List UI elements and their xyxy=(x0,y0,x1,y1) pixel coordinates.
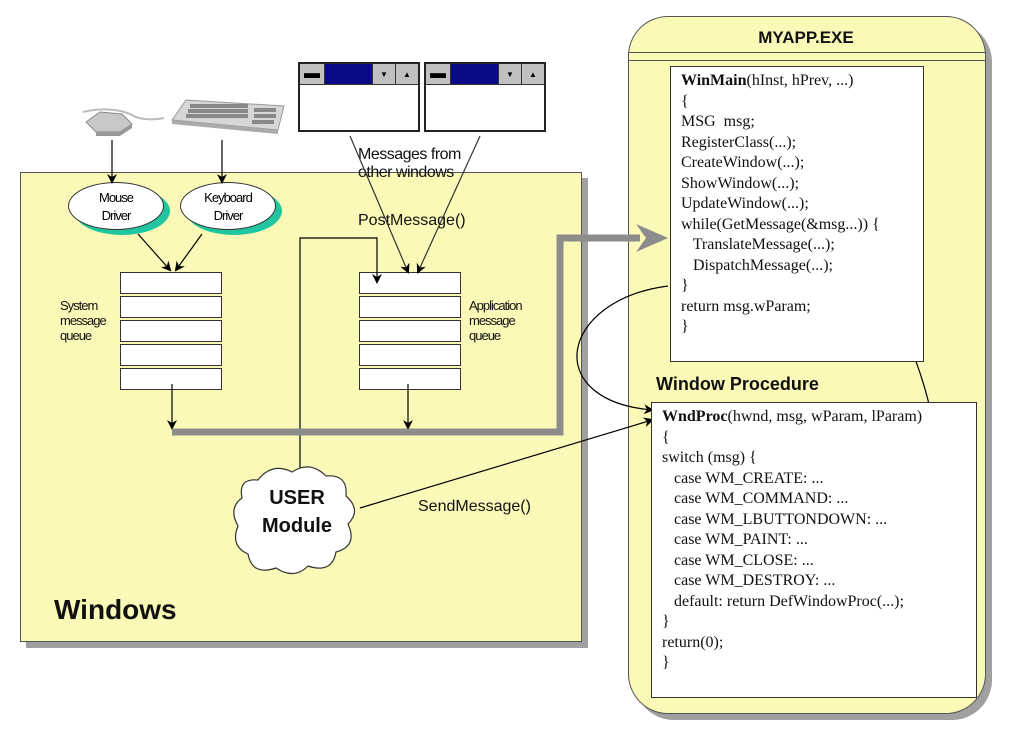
label-line: other windows xyxy=(358,164,454,181)
queue-slot xyxy=(359,368,461,390)
queue-slot xyxy=(359,320,461,342)
system-menu-icon: ▬ xyxy=(426,64,451,84)
code-line: { xyxy=(681,92,689,110)
code-line: return(0); xyxy=(662,633,724,651)
code-line: UpdateWindow(...); xyxy=(681,195,809,212)
user-module-label: USER Module xyxy=(228,484,366,540)
minimize-icon: ▼ xyxy=(372,64,395,84)
keyboard-driver-line1: Keyboard xyxy=(204,190,253,205)
maximize-icon: ▲ xyxy=(521,64,544,84)
caption-bar xyxy=(325,64,372,84)
queue-slot xyxy=(359,296,461,318)
code-line: case WM_CREATE: ... xyxy=(662,469,824,487)
code-line: } xyxy=(662,654,670,671)
keyboard-driver-line2: Driver xyxy=(213,208,244,223)
code-line: case WM_LBUTTONDOWN: ... xyxy=(662,510,888,528)
other-window-1: ▬ ▼ ▲ xyxy=(298,62,420,132)
winmain-code: WinMain(hInst, hPrev, ...) { MSG msg; Regis… xyxy=(670,66,924,362)
code-line: TranslateMessage(...); xyxy=(681,236,835,253)
windows-label: Windows xyxy=(54,594,177,625)
system-queue-label: System message queue xyxy=(60,298,107,343)
code-line: } xyxy=(681,318,689,335)
label-line: message xyxy=(60,313,107,328)
code-line: } xyxy=(662,613,670,630)
keyboard-driver: Keyboard Driver xyxy=(180,182,276,230)
label-line: queue xyxy=(469,328,501,343)
minimize-icon: ▼ xyxy=(498,64,521,84)
label-line: queue xyxy=(60,328,92,343)
application-queue-label: Application message queue xyxy=(469,298,523,343)
other-window-2: ▬ ▼ ▲ xyxy=(424,62,546,132)
mouse-driver-line2: Driver xyxy=(101,208,132,223)
code-line: while(GetMessage(&msg...)) { xyxy=(681,215,880,233)
messages-from-other-windows-label: Messages from other windows xyxy=(358,146,461,182)
code-line: case WM_CLOSE: ... xyxy=(662,551,814,569)
queue-slot xyxy=(120,296,222,318)
post-message-label: PostMessage() xyxy=(358,212,466,229)
label-line: message xyxy=(469,313,516,328)
maximize-icon: ▲ xyxy=(395,64,418,84)
code-line: { xyxy=(662,428,670,446)
code-line: default: return DefWindowProc(...); xyxy=(662,592,904,610)
code-line: RegisterClass(...); xyxy=(681,133,797,151)
mouse-driver-line1: Mouse xyxy=(98,190,134,205)
queue-slot xyxy=(359,272,461,294)
code-line: WndProc(hwnd, msg, wParam, lParam) xyxy=(662,408,923,425)
code-line: ShowWindow(...); xyxy=(681,174,800,192)
app-title-divider xyxy=(629,52,985,53)
code-line: DispatchMessage(...); xyxy=(681,256,833,274)
function-name: WndProc xyxy=(662,408,728,425)
queue-slot xyxy=(120,344,222,366)
app-title: MYAPP.EXE xyxy=(758,28,854,47)
code-line: MSG msg; xyxy=(681,113,755,130)
mouse-icon xyxy=(82,108,165,136)
queue-slot xyxy=(120,320,222,342)
window-procedure-title: Window Procedure xyxy=(656,374,819,394)
label-line: USER xyxy=(269,487,325,509)
code-line: CreateWindow(...); xyxy=(681,154,805,171)
keyboard-icon xyxy=(171,99,285,134)
function-name: WinMain xyxy=(681,72,747,89)
system-message-queue xyxy=(120,272,222,392)
caption-bar xyxy=(451,64,498,84)
label-line: System xyxy=(60,298,98,313)
queue-slot xyxy=(120,368,222,390)
code-line: switch (msg) { xyxy=(662,449,757,466)
mouse-driver: Mouse Driver xyxy=(68,182,164,230)
code-line: WinMain(hInst, hPrev, ...) xyxy=(681,72,854,89)
code-line: return msg.wParam; xyxy=(681,297,811,315)
user-module-cloud xyxy=(233,466,356,575)
queue-slot xyxy=(120,272,222,294)
code-line: } xyxy=(681,277,689,294)
label-line: Application xyxy=(469,298,523,313)
send-message-label: SendMessage() xyxy=(418,498,531,515)
code-line: case WM_PAINT: ... xyxy=(662,531,808,548)
app-title-divider-2 xyxy=(629,60,985,61)
application-message-queue xyxy=(359,272,461,392)
label-line: Module xyxy=(262,515,332,537)
label-line: Messages from xyxy=(358,146,461,163)
code-line: case WM_DESTROY: ... xyxy=(662,572,836,589)
code-line: case WM_COMMAND: ... xyxy=(662,490,849,507)
queue-slot xyxy=(359,344,461,366)
system-menu-icon: ▬ xyxy=(300,64,325,84)
wndproc-code: WndProc(hwnd, msg, wParam, lParam) { switc… xyxy=(651,402,977,698)
